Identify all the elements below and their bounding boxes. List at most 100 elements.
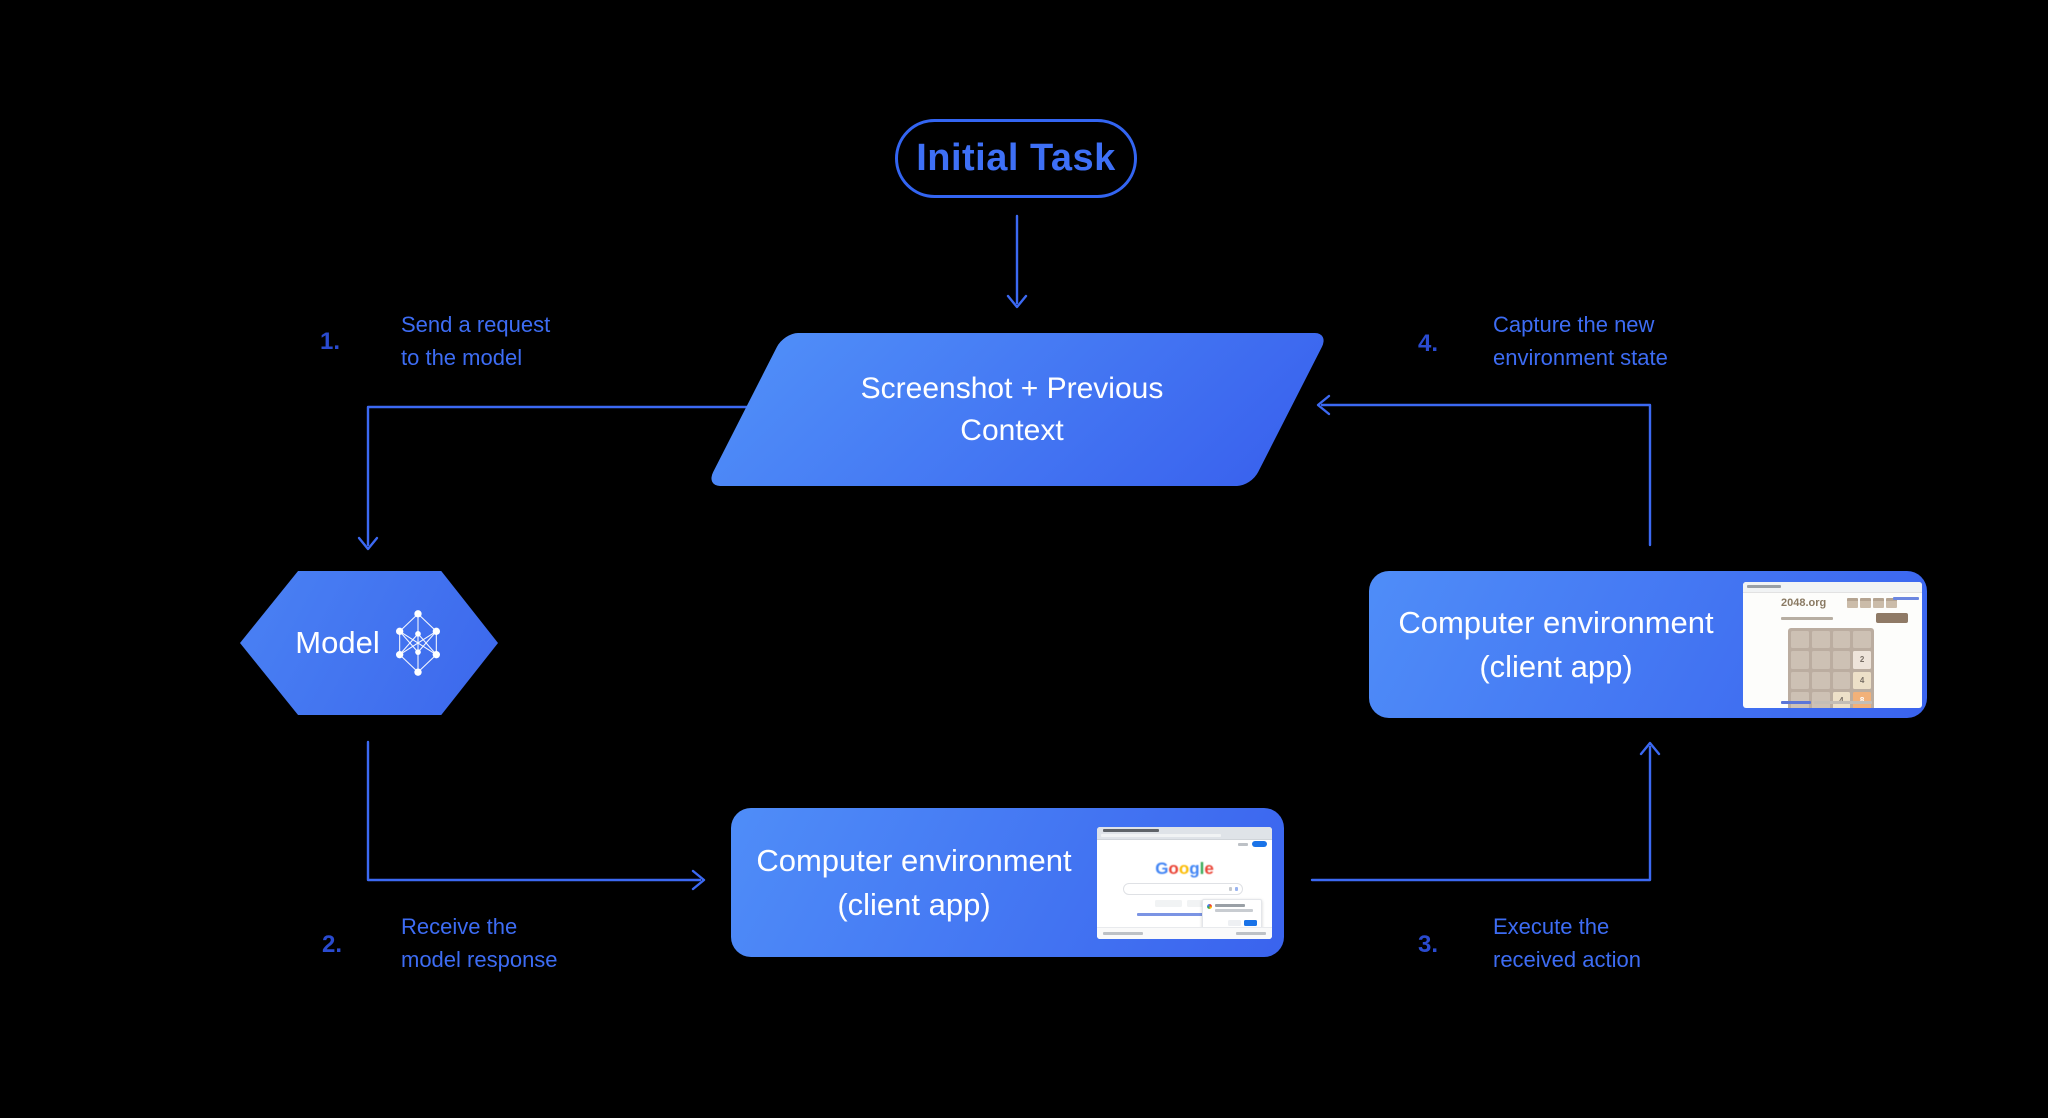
- 2048-board: 2 4 4 8: [1788, 628, 1874, 708]
- neural-network-icon: [395, 610, 440, 676]
- empty-cell: [1791, 631, 1809, 649]
- 2048-footer-text: [1814, 701, 1872, 704]
- connector-env-to-screenshot: [1320, 403, 1652, 547]
- empty-cell: [1811, 631, 1830, 649]
- step-1-line1: Send a request: [401, 312, 551, 337]
- screenshot-context-label: Screenshot + Previous Context: [705, 333, 1319, 486]
- 2048-header: 2048.org: [1743, 593, 1922, 613]
- footer-links-right: [1236, 932, 1266, 935]
- google-footer-bar: [1097, 927, 1272, 939]
- browser-chrome: [1097, 827, 1272, 840]
- dialog-text-line: [1215, 909, 1253, 912]
- arrowhead-down-model: [357, 536, 379, 551]
- env-bottom-line2: (client app): [837, 886, 991, 922]
- browser-menu-dots: [1238, 843, 1248, 846]
- step-3-number: 3.: [1418, 931, 1439, 958]
- step-1-label: Send a request to the model: [401, 308, 550, 374]
- step-3-line2: received action: [1493, 947, 1641, 972]
- 2048-game-screenshot: 2048.org 2 4: [1743, 582, 1922, 708]
- 2048-top-link: [1893, 597, 1919, 600]
- tab-title-bar: [1103, 829, 1159, 832]
- score-box: [1873, 598, 1884, 608]
- dialog-primary-button: [1244, 920, 1257, 926]
- env-right-line2: (client app): [1479, 648, 1633, 684]
- google-search-box: [1123, 883, 1243, 895]
- browser-tab-bar: [1743, 582, 1922, 593]
- 2048-subheader: [1743, 613, 1922, 626]
- logo-letter: G: [1155, 859, 1169, 878]
- arrowhead-up-env: [1639, 741, 1661, 756]
- 2048-footer: [1781, 701, 1872, 704]
- dialog-logo-icon: [1207, 904, 1212, 909]
- step-3-line1: Execute the: [1493, 914, 1610, 939]
- empty-cell: [1811, 691, 1830, 708]
- model-node: Model: [240, 571, 498, 715]
- model-label: Model: [295, 625, 380, 660]
- tile-8: 8: [1853, 691, 1871, 708]
- screenshot-context-line2: Context: [960, 413, 1064, 447]
- env-bottom-line1: Computer environment: [756, 842, 1072, 878]
- google-offered-in-links: [1137, 913, 1232, 916]
- step-2-line2: model response: [401, 947, 558, 972]
- arrowhead-right-env: [691, 869, 706, 891]
- step-4-line2: environment state: [1493, 345, 1668, 370]
- screenshot-context-line1: Screenshot + Previous: [860, 371, 1164, 405]
- 2048-score-boxes: [1847, 598, 1897, 608]
- address-bar: [1101, 834, 1221, 837]
- keyboard-icon: [1229, 886, 1232, 891]
- computer-environment-bottom-label: Computer environment (client app): [731, 808, 1097, 957]
- score-box: [1886, 598, 1897, 608]
- score-box: [1860, 598, 1871, 608]
- google-search-button: [1155, 900, 1182, 907]
- computer-environment-right-label: Computer environment (client app): [1369, 571, 1743, 718]
- google-buttons-row: [1097, 900, 1272, 907]
- step-4-number: 4.: [1418, 330, 1439, 357]
- dialog-text-line: [1215, 904, 1245, 907]
- sign-in-button: [1252, 841, 1267, 847]
- tile-4: 4: [1853, 671, 1871, 689]
- step-3-label: Execute the received action: [1493, 910, 1641, 976]
- connector-screenshot-to-model: [366, 405, 749, 547]
- empty-cell: [1791, 671, 1809, 689]
- step-1-number: 1.: [320, 328, 341, 355]
- empty-cell: [1853, 631, 1871, 649]
- 2048-instructions-text: [1781, 617, 1833, 620]
- step-2-label: Receive the model response: [401, 910, 558, 976]
- step-1-line2: to the model: [401, 345, 523, 370]
- empty-cell: [1832, 631, 1851, 649]
- logo-letter: e: [1204, 859, 1214, 878]
- empty-cell: [1832, 671, 1851, 689]
- google-homepage-screenshot: Google: [1097, 827, 1272, 939]
- logo-letter: o: [1168, 859, 1179, 878]
- 2048-footer-link: [1781, 701, 1811, 704]
- empty-cell: [1832, 651, 1851, 669]
- logo-letter: l: [1199, 859, 1205, 878]
- empty-cell: [1791, 691, 1809, 708]
- step-4-line1: Capture the new: [1493, 312, 1655, 337]
- 2048-site-title: 2048.org: [1781, 597, 1827, 609]
- empty-cell: [1791, 651, 1809, 669]
- connector-model-to-env: [366, 740, 702, 882]
- google-logo: Google: [1097, 859, 1272, 879]
- logo-letter: g: [1189, 859, 1200, 878]
- step-2-line1: Receive the: [401, 914, 518, 939]
- empty-cell: [1811, 651, 1830, 669]
- step-2-number: 2.: [322, 931, 343, 958]
- logo-letter: o: [1178, 859, 1190, 878]
- mic-icon: [1235, 886, 1238, 891]
- step-4-label: Capture the new environment state: [1493, 308, 1668, 374]
- tile-2: 2: [1853, 651, 1871, 669]
- dialog-secondary-button: [1228, 920, 1241, 926]
- env-right-line1: Computer environment: [1398, 604, 1714, 640]
- tab-title-bar: [1747, 585, 1781, 588]
- initial-task-node: Initial Task: [895, 119, 1137, 198]
- empty-cell: [1811, 671, 1830, 689]
- arrowhead-left-screenshot: [1316, 394, 1331, 416]
- initial-task-label: Initial Task: [916, 137, 1116, 179]
- tile-4: 4: [1832, 691, 1851, 708]
- new-game-button: [1876, 613, 1908, 623]
- connector-env-to-env: [1310, 745, 1652, 882]
- score-box: [1847, 598, 1858, 608]
- arrowhead-down-screenshot: [1006, 294, 1028, 309]
